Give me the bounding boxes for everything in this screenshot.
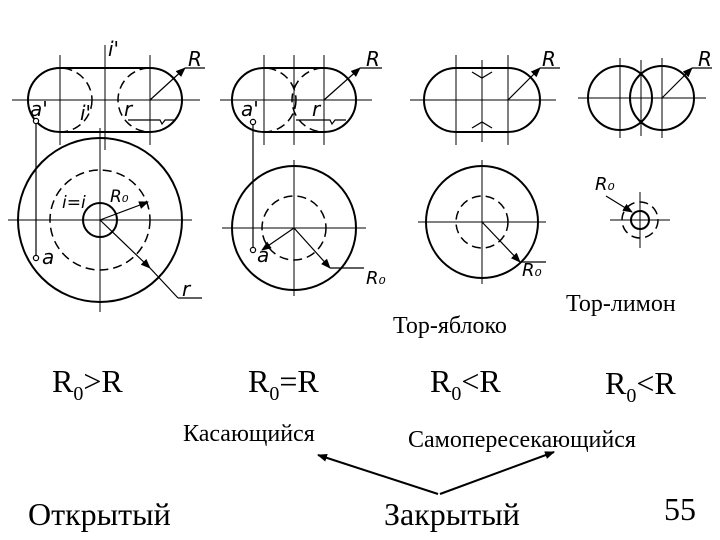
d1-label-R: R <box>188 47 202 71</box>
d2-label-r-top: r <box>312 97 322 121</box>
d1-front-tube-left <box>27 67 93 133</box>
d1-label-r: r <box>182 277 192 301</box>
d1-front-tube-right <box>117 67 183 133</box>
label-lemon-torus: Тор-лимон <box>566 291 676 317</box>
d2-label-R: R <box>366 47 380 71</box>
d2-label-a-prime: a' <box>241 97 259 121</box>
label-closed: Закрытый <box>384 496 520 532</box>
arrow-to-tangent <box>317 453 439 495</box>
d1-label-i-prime: i' <box>80 101 91 125</box>
d4-label-R: R <box>698 47 712 71</box>
d4-label-R0: R₀ <box>595 174 615 195</box>
diagram-apple-torus: R R₀ <box>410 47 560 284</box>
d2-label-a: a <box>257 243 269 267</box>
condition-2: R0=R <box>248 363 319 405</box>
d3-label-R: R <box>542 47 556 71</box>
condition-4: R0<R <box>605 365 676 407</box>
label-self-intersecting: Самопересекающийся <box>408 427 636 453</box>
diagram-lemon-torus: R R₀ <box>578 47 712 248</box>
d1-label-i-equals-i: i=i <box>62 193 86 213</box>
diagram-open-torus: i' a' i' r R i=i R₀ a r <box>8 37 205 312</box>
condition-3: R0<R <box>430 363 501 405</box>
condition-1: R0>R <box>52 363 123 405</box>
d2-label-R0: R₀ <box>366 268 386 289</box>
arrow-to-self-intersecting <box>439 451 555 495</box>
d1-label-r-top: r <box>124 97 134 121</box>
diagram-tangent-torus: a' r R a R₀ <box>220 47 386 296</box>
page-number: 55 <box>664 491 696 527</box>
d1-label-R0: R₀ <box>110 187 129 207</box>
label-tangent: Касающийся <box>183 421 315 447</box>
label-open: Открытый <box>28 496 171 532</box>
d1-label-a-prime: a' <box>30 97 48 121</box>
d3-label-R0: R₀ <box>522 260 542 281</box>
label-apple-torus: Тор-яблоко <box>393 313 507 339</box>
d1-label-a: a <box>42 245 54 269</box>
d1-label-i-top: i' <box>108 37 119 61</box>
